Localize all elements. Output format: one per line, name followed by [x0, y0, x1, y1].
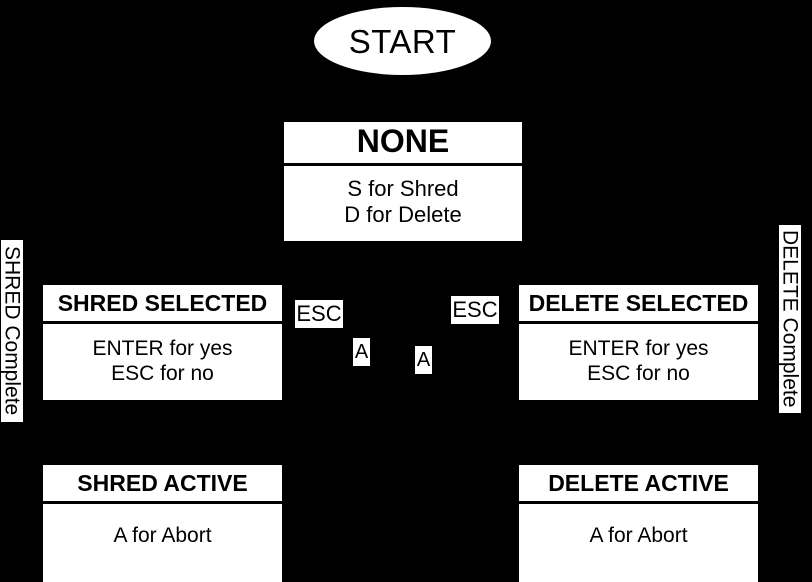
transition-label-text: SHRED Complete: [0, 246, 24, 416]
transition-label-shred-complete: SHRED Complete: [0, 240, 24, 422]
state-body-delete-selected: ENTER for yes ESC for no: [519, 324, 758, 400]
state-node-delete-selected[interactable]: DELETE SELECTED ENTER for yes ESC for no: [519, 285, 758, 400]
state-title-shred-selected: SHRED SELECTED: [43, 285, 282, 324]
state-body-line: ESC for no: [587, 362, 690, 385]
start-label: START: [348, 22, 457, 60]
transition-label-text: DELETE Complete: [778, 230, 802, 408]
transition-label-abort-left: A: [353, 338, 370, 366]
state-body-shred-selected: ENTER for yes ESC for no: [43, 324, 282, 400]
state-node-start[interactable]: START: [314, 7, 491, 75]
state-title-delete-active: DELETE ACTIVE: [519, 465, 758, 504]
state-body-line: D for Delete: [344, 201, 462, 227]
state-title-none: NONE: [284, 122, 522, 166]
transition-label-esc-left: ESC: [295, 300, 343, 328]
transition-label-abort-right: A: [415, 346, 432, 374]
state-title-shred-active: SHRED ACTIVE: [43, 465, 282, 504]
state-body-line: ENTER for yes: [92, 337, 233, 361]
state-body-shred-active: A for Abort: [43, 504, 282, 582]
state-body-line: ENTER for yes: [568, 337, 709, 361]
state-node-shred-active[interactable]: SHRED ACTIVE A for Abort: [43, 465, 282, 582]
state-title-delete-selected: DELETE SELECTED: [519, 285, 758, 324]
state-body-line: ESC for no: [111, 362, 214, 385]
state-body-line: A for Abort: [113, 523, 212, 547]
state-node-shred-selected[interactable]: SHRED SELECTED ENTER for yes ESC for no: [43, 285, 282, 400]
state-body-delete-active: A for Abort: [519, 504, 758, 582]
state-body-none: S for Shred D for Delete: [284, 166, 522, 241]
transition-label-delete-complete: DELETE Complete: [778, 225, 802, 413]
state-node-none[interactable]: NONE S for Shred D for Delete: [284, 122, 522, 241]
transition-label-esc-right: ESC: [451, 296, 499, 324]
state-body-line: A for Abort: [589, 523, 688, 547]
state-node-delete-active[interactable]: DELETE ACTIVE A for Abort: [519, 465, 758, 582]
state-body-line: S for Shred: [347, 175, 459, 201]
